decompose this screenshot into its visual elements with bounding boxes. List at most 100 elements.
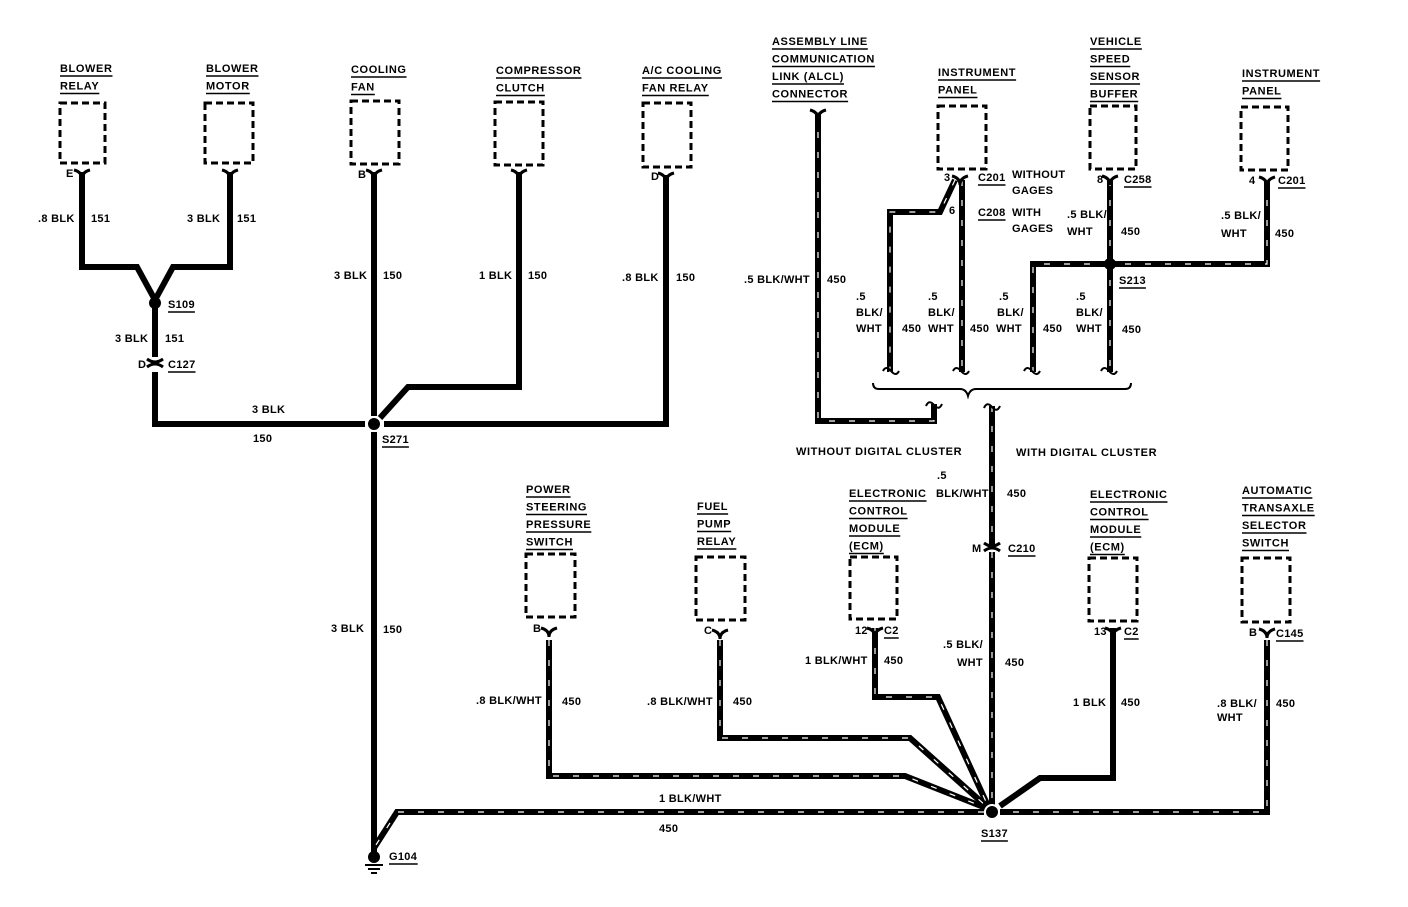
cooling-fan-box[interactable]	[349, 99, 401, 166]
component-title: ELECTRONIC	[1090, 489, 1168, 501]
fuel-pump-relay-box[interactable]	[694, 555, 747, 622]
pin-label: B	[358, 169, 366, 181]
wire-size-label: WHT	[928, 323, 954, 335]
ground-g104[interactable]	[365, 851, 383, 874]
splice-s213-dot[interactable]	[1104, 258, 1116, 270]
connector-label: C127	[168, 359, 196, 371]
blower-motor-box[interactable]	[203, 101, 255, 165]
component-title: INSTRUMENT	[1242, 68, 1320, 80]
wire-circuit-label: 450	[1043, 323, 1062, 335]
component-title: COOLING	[351, 64, 407, 76]
splice-s271-dot[interactable]	[366, 416, 382, 432]
ground-label: G104	[389, 851, 418, 863]
component-title: STEERING	[526, 502, 587, 514]
compressor-clutch-box[interactable]	[493, 100, 545, 167]
ps-pressure-switch-box[interactable]	[524, 552, 577, 619]
component-title: PANEL	[1242, 86, 1281, 98]
connector-c210[interactable]	[983, 541, 1001, 553]
wire-ac-relay[interactable]	[384, 175, 669, 427]
instrument-panel-1-box[interactable]	[936, 104, 988, 171]
gages-note: WITHOUT	[1012, 169, 1065, 181]
wire-size-label: .5	[999, 291, 1009, 303]
wire-circuit-label: 151	[91, 213, 110, 225]
splice-s137-dot[interactable]	[984, 804, 1000, 820]
splice-s109-dot[interactable]	[149, 297, 161, 309]
wire-size-label: BLK/	[928, 307, 955, 319]
terminal-icon	[657, 171, 675, 183]
component-title: FAN RELAY	[642, 83, 709, 95]
wire-size-label: BLK/	[1076, 307, 1103, 319]
inline-connectors	[146, 357, 1001, 553]
wire-c127-s271[interactable]	[152, 372, 365, 427]
component-title: VEHICLE	[1090, 36, 1142, 48]
connector-label: C201	[978, 172, 1006, 184]
component-title: SWITCH	[526, 537, 573, 549]
pin-label: 3	[944, 172, 950, 184]
terminal-icon	[1258, 175, 1276, 187]
wire-ecm2[interactable]	[998, 628, 1116, 809]
connector-c127[interactable]	[146, 357, 164, 369]
wire-size-label: .8 BLK/WHT	[647, 696, 713, 708]
wire-fuel-pump[interactable]	[717, 640, 989, 809]
splice-label: S137	[981, 828, 1008, 840]
wire-size-label: BLK/	[856, 307, 883, 319]
wire-circuit-label: 450	[1276, 698, 1295, 710]
wire-alcl[interactable]	[815, 112, 937, 424]
component-title: COMMUNICATION	[772, 54, 875, 66]
pin-label: 8	[1097, 174, 1103, 186]
vss-buffer-box[interactable]	[1088, 104, 1138, 171]
wire-ip2-stripe	[1114, 180, 1268, 265]
component-title: (ECM)	[849, 541, 884, 553]
pin-label: B	[1249, 627, 1257, 639]
wire-compressor[interactable]	[377, 172, 522, 421]
ecm-1-box[interactable]	[848, 555, 899, 621]
wire-circuit-label: 450	[1007, 488, 1026, 500]
wire-circuit-label: 150	[676, 272, 695, 284]
wire-alcl-stripe	[817, 112, 935, 422]
wire-size-label: WHT	[1221, 228, 1247, 240]
component-title: CONNECTOR	[772, 89, 848, 101]
wire-size-label: WHT	[856, 323, 882, 335]
gages-note: GAGES	[1012, 185, 1053, 197]
component-title: A/C COOLING	[642, 65, 722, 77]
wire-trans[interactable]	[1000, 640, 1270, 815]
trans-selector-box[interactable]	[1240, 556, 1292, 624]
component-title: RELAY	[60, 81, 99, 93]
wire-circuit-label: 450	[1275, 228, 1294, 240]
wire-circuit-label: 450	[1121, 226, 1140, 238]
wire-size-label: .5 BLK/WHT	[744, 274, 810, 286]
blower-relay-box[interactable]	[58, 101, 107, 165]
wire-size-label: BLK/	[997, 307, 1024, 319]
connector-pin-label: M	[972, 543, 981, 555]
option-brace	[872, 382, 1132, 400]
ac-cooling-fan-relay-box[interactable]	[641, 101, 693, 169]
wire-end-tilde	[1100, 367, 1118, 375]
wire-size-label: 1 BLK	[1073, 697, 1106, 709]
pin-label: 12	[855, 625, 868, 637]
terminal-icon	[1101, 174, 1119, 186]
wire-ip2[interactable]	[1114, 180, 1270, 267]
option-braces	[872, 367, 1132, 411]
wire-circuit-label: 450	[827, 274, 846, 286]
terminal-icon	[1258, 627, 1276, 639]
connector-label: C208	[978, 207, 1006, 219]
component-title: PANEL	[938, 85, 977, 97]
pin-label: E	[66, 168, 74, 180]
wire-ps-switch[interactable]	[546, 640, 988, 811]
wire-s213-left-stripe	[1032, 263, 1110, 372]
wire-circuit-label: 150	[528, 270, 547, 282]
wire-s137-g104[interactable]	[371, 809, 984, 850]
ecm-2-box[interactable]	[1087, 556, 1139, 623]
wire-ip1-pin3-a[interactable]	[887, 178, 958, 372]
instrument-panel-2-box[interactable]	[1239, 105, 1290, 172]
wire-size-label: 1 BLK	[479, 270, 512, 282]
wire-blower-relay[interactable]	[79, 172, 158, 302]
wire-circuit-label: 151	[237, 213, 256, 225]
wire-circuit-label: 450	[733, 696, 752, 708]
wire-size-label: 1 BLK/WHT	[805, 655, 868, 667]
component-title: SENSOR	[1090, 71, 1140, 83]
wire-blower-motor[interactable]	[152, 172, 233, 302]
wire-size-label: .5	[856, 291, 866, 303]
component-title: FUEL	[697, 501, 728, 513]
wire-circuit-label: 450	[884, 655, 903, 667]
